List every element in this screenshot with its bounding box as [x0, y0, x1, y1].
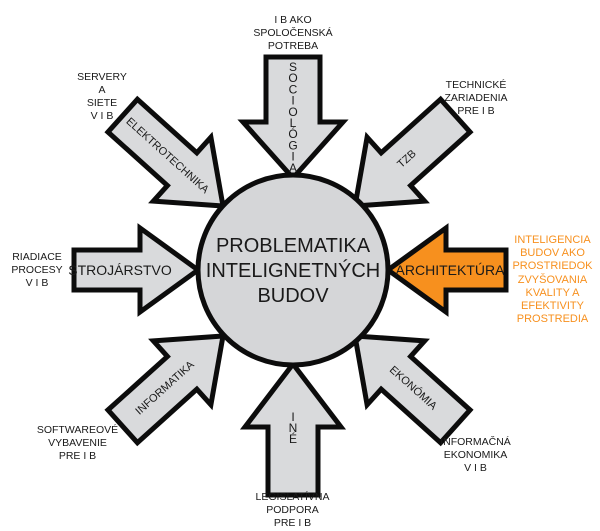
arrow-strojarstvo: STROJÁRSTVO	[68, 223, 203, 317]
arrow-sociologia	[237, 54, 349, 182]
hub: PROBLEMATIKA INTELIGNETNÝCH BUDOV	[195, 172, 391, 368]
arrow-tzb-shape	[351, 95, 474, 209]
arrow-architektura[interactable]: ARCHITEKTÚRA	[383, 223, 509, 317]
arrow-informatika-shape	[104, 333, 227, 447]
note-informatika: SOFTWAREOVÉ VYBAVENIE PRE I B	[36, 424, 119, 462]
arrow-sociologia-shape	[237, 54, 349, 182]
sociologia-letter: I	[291, 150, 294, 164]
note-tzb: TECHNICKÉ ZARIADENIA PRE I B	[444, 79, 508, 117]
arrow-ine-shape	[239, 359, 347, 498]
ine-letter: N	[289, 421, 298, 435]
hub-line-3: BUDOV	[257, 285, 329, 307]
sociologia-letter: G	[288, 138, 297, 152]
arrow-architektura-shape	[383, 223, 509, 317]
arrow-tzb: TZB	[351, 95, 474, 209]
note-sociologia: I B AKO SPOLOČENSKÁ POTREBA	[253, 14, 333, 52]
hub-line-2: INTELIGNETNÝCH	[206, 259, 380, 282]
sociologia-letter: S	[289, 60, 297, 74]
arrow-ekonomia-shape	[351, 333, 474, 447]
sociologia-letter: L	[290, 116, 297, 130]
arrow-ine	[239, 359, 347, 498]
sociologia-letter: O	[288, 105, 297, 119]
ine-letter: É	[289, 431, 297, 446]
note-strojarstvo: RIADIACE PROCESY V I B	[11, 251, 63, 289]
arrow-ine-label: INÉ	[289, 410, 298, 446]
arrow-elektrotechnika-shape	[104, 95, 227, 209]
note-architektura: INTELIGENCIA BUDOV AKO PROSTRIEDOK ZVYŠO…	[512, 234, 593, 326]
hub-line-1: PROBLEMATIKA	[216, 235, 371, 257]
note-ine: LEGISLATÍVNA PODPORA PRE I B	[255, 491, 330, 529]
sociologia-letter: Ó	[288, 126, 297, 141]
arrow-strojarstvo-label: STROJÁRSTVO	[68, 262, 172, 278]
sociologia-letter: A	[289, 161, 297, 175]
sociologia-letter: C	[289, 82, 298, 96]
sociologia-letter: O	[288, 71, 297, 85]
note-elektrotechnika: SERVERY A SIETE V I B	[77, 71, 127, 122]
note-ekonomia: INFORMAČNÁ EKONOMIKA V I B	[440, 436, 511, 474]
arrow-strojarstvo-shape	[71, 223, 203, 317]
ine-letter: I	[291, 410, 294, 424]
arrow-architektura-label: ARCHITEKTÚRA	[396, 262, 506, 278]
sociologia-letter: I	[291, 94, 294, 108]
hub-circle	[195, 172, 391, 368]
